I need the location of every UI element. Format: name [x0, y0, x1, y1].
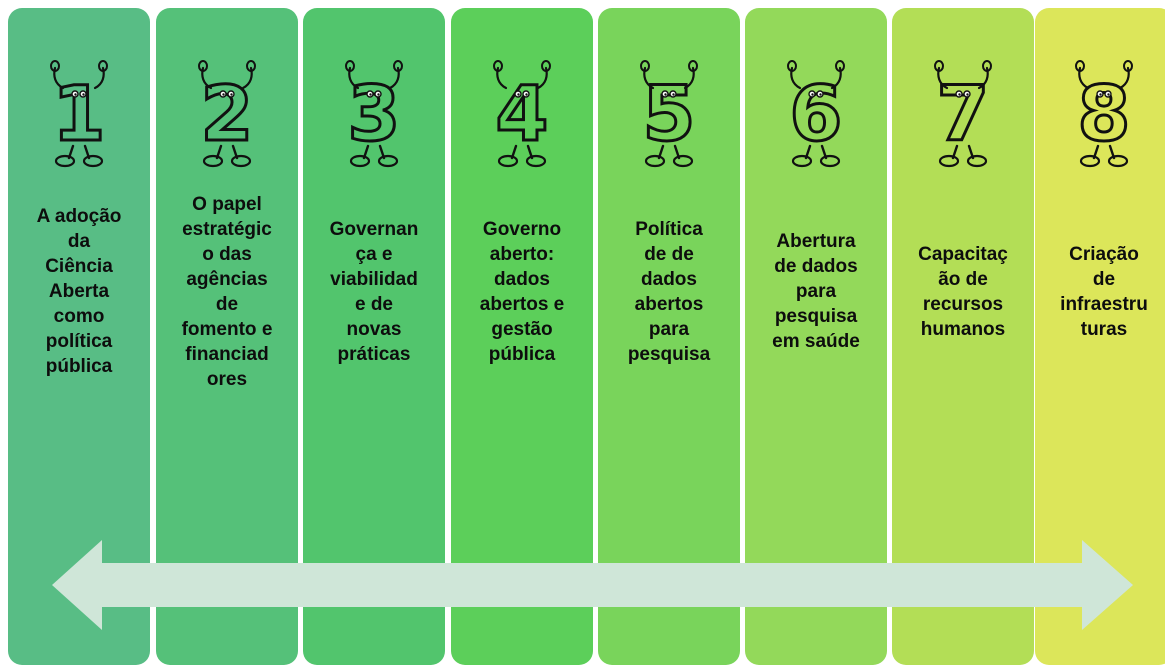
- svg-text:7: 7: [937, 69, 990, 158]
- number-6-character-icon: 6: [786, 54, 846, 172]
- column-3-label: Governan ça e viabilidad e de novas prát…: [329, 218, 419, 365]
- column-5-label: Política de de dados abertos para pesqui…: [627, 218, 711, 365]
- svg-text:3: 3: [348, 69, 401, 158]
- column-3: 3 Governan ça e viabilidad e de novas pr…: [303, 8, 445, 665]
- column-7-label: Capacitaç ão de recursos humanos: [918, 243, 1008, 340]
- svg-text:4: 4: [496, 69, 549, 158]
- number-4-character-icon: 4: [492, 54, 552, 172]
- column-8-label: Criação de infraestru turas: [1060, 243, 1148, 340]
- number-7-character-icon: 7: [933, 54, 993, 172]
- column-1: 1 A adoção da Ciência Aberta como políti…: [8, 8, 150, 665]
- number-8-character-icon: 8: [1074, 54, 1134, 172]
- number-5-character-icon: 5: [639, 54, 699, 172]
- column-6-label: Abertura de dados para pesquisa em saúde: [772, 231, 860, 352]
- number-1-character-icon: 1: [49, 54, 109, 172]
- svg-text:1: 1: [53, 69, 106, 158]
- svg-text:2: 2: [201, 69, 254, 158]
- column-5: 5 Política de de dados abertos para pesq…: [598, 8, 740, 665]
- column-4: 4 Governo aberto: dados abertos e gestão…: [451, 8, 593, 665]
- number-3-character-icon: 3: [344, 54, 404, 172]
- svg-text:8: 8: [1078, 69, 1131, 158]
- column-7: 7 Capacitaç ão de recursos humanos: [892, 8, 1034, 665]
- column-2: 2 O papel estratégic o das agências de f…: [156, 8, 298, 665]
- column-8: 8 Criação de infraestru turas: [1035, 8, 1165, 665]
- column-4-label: Governo aberto: dados abertos e gestão p…: [479, 218, 565, 365]
- column-2-label: O papel estratégic o das agências de fom…: [181, 193, 273, 390]
- column-6: 6 Abertura de dados para pesquisa em saú…: [745, 8, 887, 665]
- svg-text:6: 6: [790, 69, 843, 158]
- column-1-label: A adoção da Ciência Aberta como política…: [36, 206, 122, 377]
- svg-text:5: 5: [643, 69, 696, 158]
- number-2-character-icon: 2: [197, 54, 257, 172]
